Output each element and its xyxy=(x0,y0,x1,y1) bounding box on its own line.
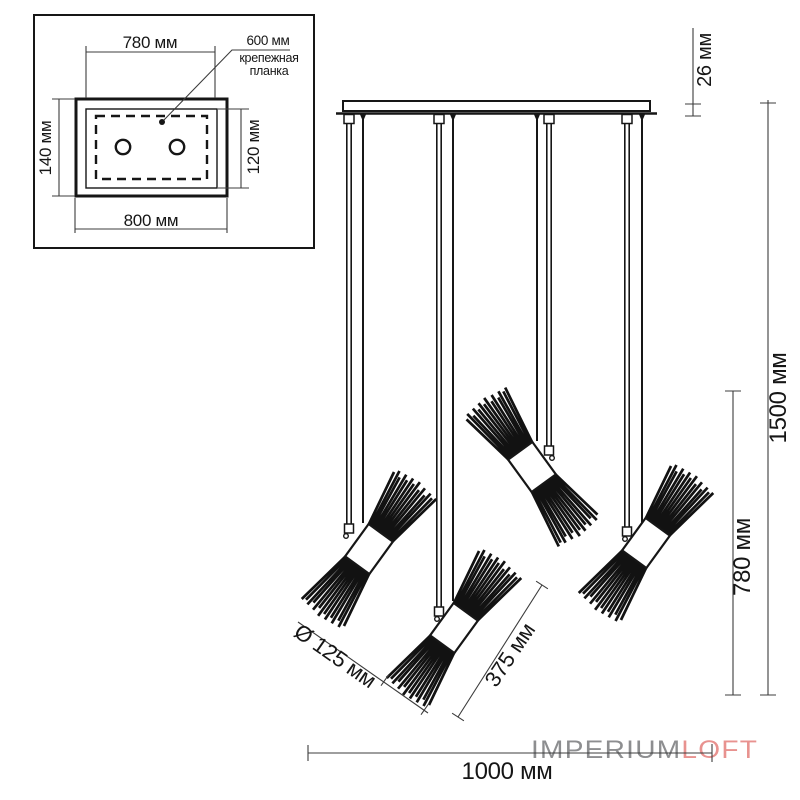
inset-dim-800-label: 800 мм xyxy=(124,211,179,230)
canopy-inset: 780 мм 600 мм крепежная планка 140 мм 12… xyxy=(33,14,315,249)
dim-1500-line xyxy=(760,100,776,696)
inset-dim-140-label: 140 мм xyxy=(36,121,55,176)
logo-text-loft: LOFT xyxy=(681,736,759,764)
inset-dim-140-line xyxy=(52,98,75,197)
dim-1000-line xyxy=(307,744,713,762)
inset-dim-120-line xyxy=(218,108,249,189)
dim-1000-label: 1000 мм xyxy=(462,758,553,785)
screw-hole-left xyxy=(114,138,132,156)
inset-dim-780-label: 780 мм xyxy=(123,33,178,52)
logo-text-imperium: IMPERIUM xyxy=(531,736,682,764)
pendant-2-suspension xyxy=(433,113,456,623)
pendant-3-suspension xyxy=(534,113,556,462)
inset-leader-600 xyxy=(159,49,290,125)
dim-780-line xyxy=(725,390,741,696)
pendant-4-suspension xyxy=(621,113,645,543)
canopy-outer-rect xyxy=(74,97,229,198)
inset-dim-600-label: 600 мм xyxy=(246,33,289,48)
dim-780-label: 780 мм xyxy=(729,518,756,596)
lamp-shade-1 xyxy=(299,466,438,631)
dim-1500-label: 1500 мм xyxy=(765,353,792,444)
ceiling-bar xyxy=(342,100,651,112)
dim-125-label: Ø 125 мм xyxy=(290,619,381,693)
pendant-1-suspension xyxy=(343,113,366,540)
dim-375-line xyxy=(451,580,549,722)
inset-dim-120-label: 120 мм xyxy=(244,120,263,175)
dim-375-label: 375 мм xyxy=(479,618,540,691)
inset-dim-800-line xyxy=(74,198,228,233)
inset-frame xyxy=(33,14,315,249)
mounting-bar-label-line1: крепежная xyxy=(239,51,298,65)
pendant-front-view: 26 мм 1500 мм 780 мм 1000 мм Ø 125 мм xyxy=(290,28,792,785)
inset-dim-780-line xyxy=(85,46,216,98)
mounting-bar-label-line2: планка xyxy=(250,64,289,78)
dim-26-label: 26 мм xyxy=(694,33,716,87)
lamp-shade-3 xyxy=(462,384,601,549)
leader-dot xyxy=(159,119,165,125)
dim-26-line xyxy=(685,28,701,117)
imperiumloft-logo: IMPERIUMLOFT xyxy=(531,736,758,765)
canopy-inner-rect xyxy=(85,108,218,189)
dim-125-line xyxy=(297,621,430,716)
lamp-shade-4 xyxy=(576,460,715,625)
mounting-plate-dashed-rect xyxy=(94,114,209,181)
screw-hole-right xyxy=(168,138,186,156)
